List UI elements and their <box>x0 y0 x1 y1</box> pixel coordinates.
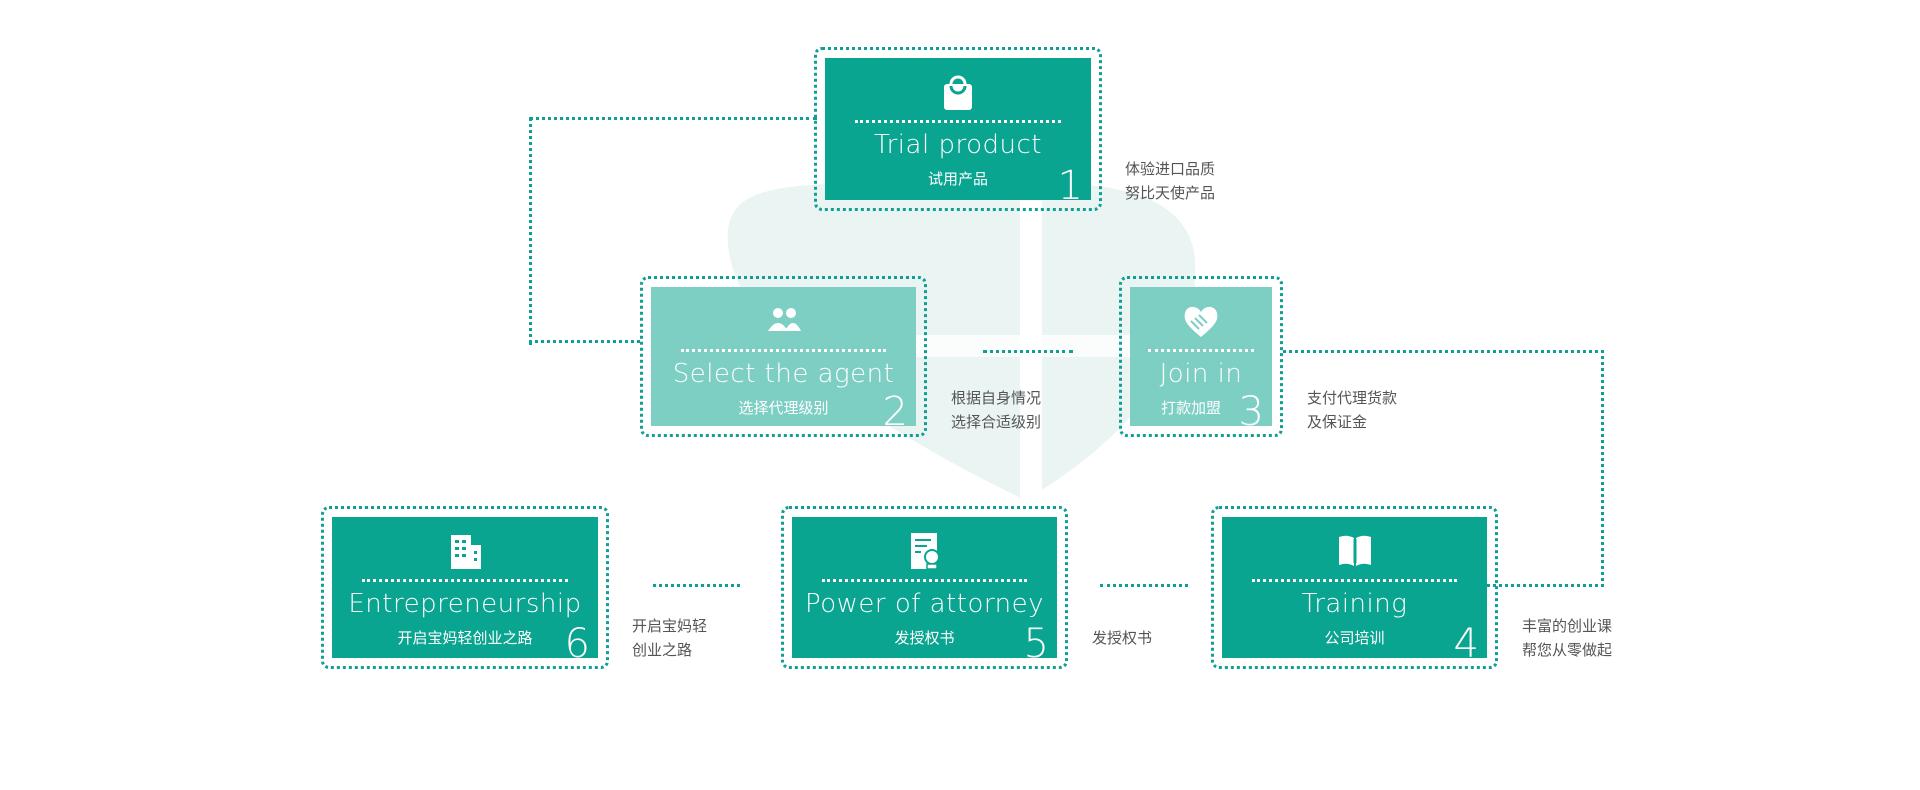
step-title-en: Join in <box>1159 359 1243 389</box>
step-5-note: 发授权书 <box>1092 626 1152 650</box>
building-icon <box>451 535 481 569</box>
step-2-note: 根据自身情况选择合适级别 <box>951 386 1041 434</box>
book-icon <box>1338 535 1371 566</box>
step-select-agent: Select the agent 选择代理级别 2 <box>640 276 927 437</box>
certificate-icon <box>910 533 940 570</box>
separator <box>855 120 1061 123</box>
separator <box>1252 579 1457 582</box>
note-line: 体验进口品质 <box>1125 160 1216 178</box>
step-3-note: 支付代理货款及保证金 <box>1307 386 1397 434</box>
step-number: 2 <box>882 389 908 435</box>
note-line: 根据自身情况 <box>951 389 1042 407</box>
step-6-note: 开启宝妈轻创业之路 <box>632 614 707 662</box>
shopping-bag-icon <box>944 75 972 110</box>
users-icon <box>767 308 801 331</box>
step-title-zh: 开启宝妈轻创业之路 <box>397 629 533 647</box>
connector-1-2 <box>529 117 817 345</box>
note-line: 发授权书 <box>1092 629 1153 647</box>
step-4-note: 丰富的创业课帮您从零做起 <box>1522 614 1612 662</box>
step-title-en: Select the agent <box>672 359 895 389</box>
connector-4-5 <box>1100 584 1188 587</box>
step-join-in: Join in 打款加盟 3 <box>1119 276 1283 437</box>
step-title-zh: 试用产品 <box>927 170 988 188</box>
step-number: 3 <box>1238 389 1264 435</box>
step-number: 4 <box>1453 621 1479 667</box>
note-line: 支付代理货款 <box>1307 389 1398 407</box>
step-title-zh: 发授权书 <box>894 629 955 647</box>
step-title-zh: 公司培训 <box>1324 629 1385 647</box>
note-line: 选择合适级别 <box>951 413 1042 431</box>
separator <box>362 579 568 582</box>
step-1-note: 体验进口品质努比天使产品 <box>1125 157 1215 205</box>
step-power-of-attorney: Power of attorney 发授权书 5 <box>781 506 1068 669</box>
note-line: 努比天使产品 <box>1125 184 1216 202</box>
step-title-zh: 选择代理级别 <box>738 399 829 417</box>
step-entrepreneurship: Entrepreneurship 开启宝妈轻创业之路 6 <box>321 506 609 669</box>
connector-1-2-end <box>529 340 640 343</box>
step-number: 1 <box>1057 163 1083 209</box>
step-number: 5 <box>1023 621 1049 667</box>
connector-5-6 <box>653 584 740 587</box>
step-title-en: Training <box>1301 589 1408 619</box>
note-line: 帮您从零做起 <box>1522 641 1613 659</box>
connector-2-3 <box>983 350 1073 353</box>
step-number: 6 <box>564 621 590 667</box>
separator <box>1148 349 1254 352</box>
note-line: 及保证金 <box>1307 413 1368 431</box>
note-line: 开启宝妈轻 <box>632 617 708 635</box>
step-trial-product: Trial product 试用产品 1 <box>814 47 1102 211</box>
step-title-en: Trial product <box>874 130 1042 160</box>
separator <box>681 349 886 352</box>
step-title-en: Power of attorney <box>804 589 1045 619</box>
handshake-heart-icon <box>1184 306 1218 337</box>
step-training: Training 公司培训 4 <box>1211 506 1498 669</box>
step-title-zh: 打款加盟 <box>1160 399 1221 417</box>
note-line: 丰富的创业课 <box>1522 617 1613 635</box>
separator <box>822 579 1027 582</box>
step-title-en: Entrepreneurship <box>348 589 582 619</box>
note-line: 创业之路 <box>632 641 693 659</box>
